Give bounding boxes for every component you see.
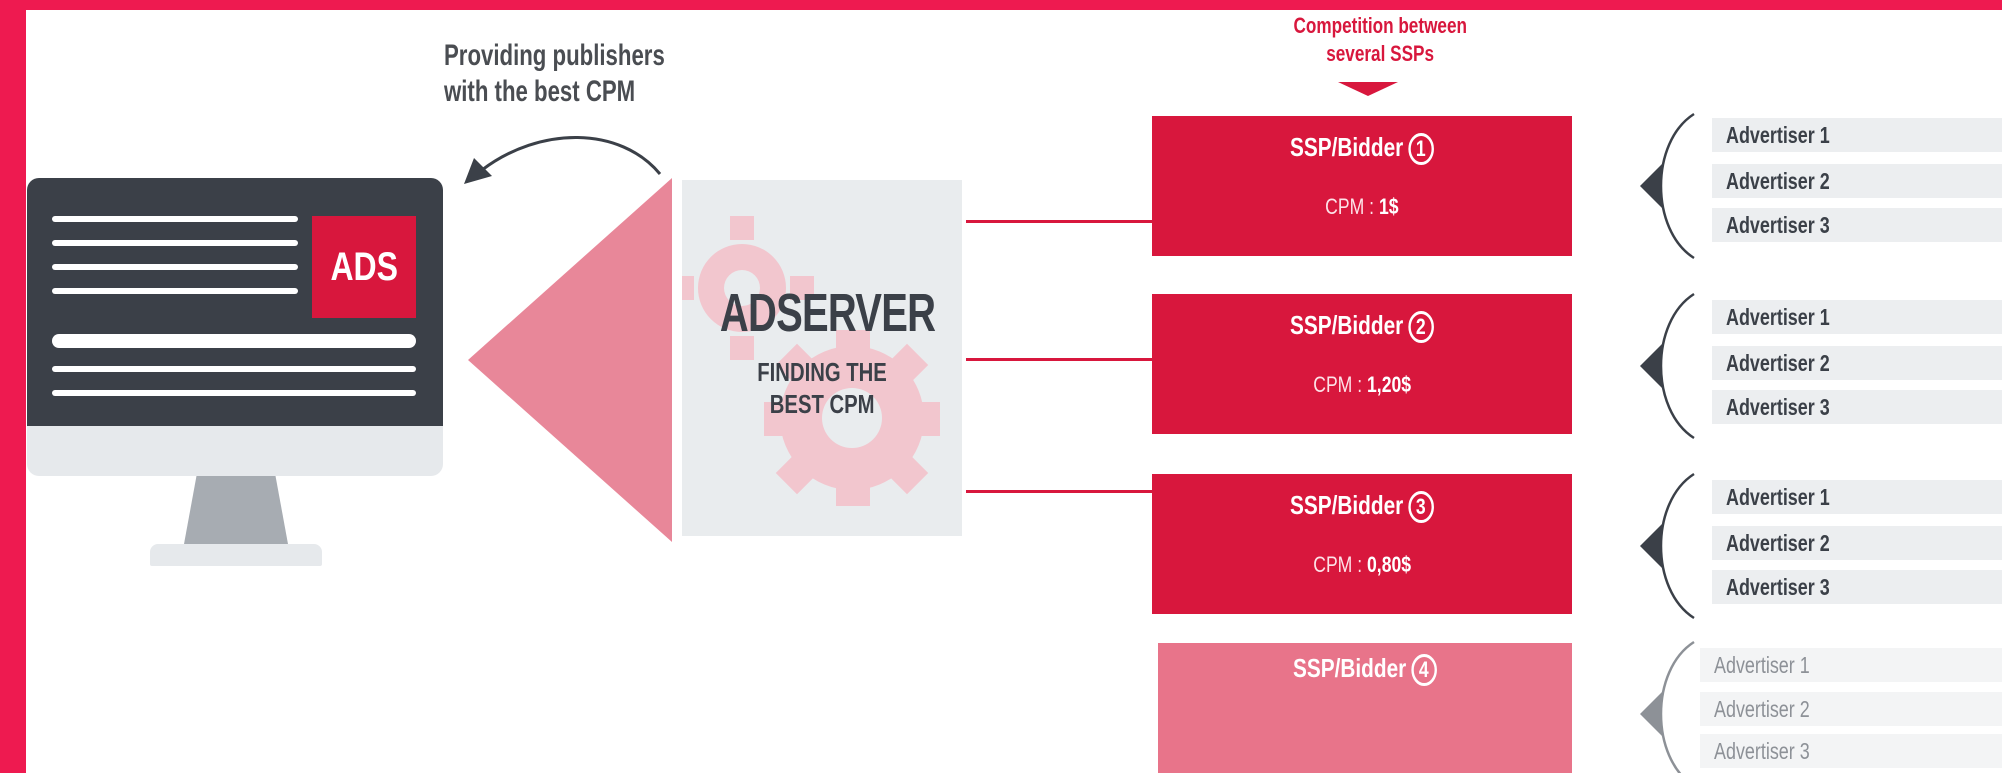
text-line bbox=[52, 366, 416, 372]
bidder-number-badge: 2 bbox=[1408, 311, 1434, 344]
adserver-subtitle-line2: BEST CPM bbox=[769, 389, 875, 419]
advertiser-item: Advertiser 2 bbox=[1700, 692, 2002, 726]
advertiser-item: Advertiser 1 bbox=[1712, 118, 2002, 152]
competition-note-line2: several SSPs bbox=[1326, 41, 1434, 66]
competition-arrow-icon bbox=[1338, 82, 1398, 96]
ads-banner: ADS bbox=[312, 216, 416, 318]
adserver-subtitle-line1: FINDING THE bbox=[757, 357, 887, 387]
adserver-title: ADSERVER bbox=[719, 283, 936, 343]
advertiser-item: Advertiser 3 bbox=[1712, 390, 2002, 424]
adserver-subtitle: FINDING THE BEST CPM bbox=[682, 356, 962, 420]
advertiser-item: Advertiser 1 bbox=[1712, 300, 2002, 334]
monitor-base bbox=[150, 544, 322, 566]
ads-label: ADS bbox=[330, 244, 398, 289]
advertiser-item: Advertiser 3 bbox=[1700, 734, 2002, 768]
publisher-note-line2: with the best CPM bbox=[444, 75, 636, 108]
publisher-note-line1: Providing publishers bbox=[444, 39, 665, 72]
gear-icon bbox=[682, 216, 940, 506]
text-line bbox=[52, 216, 298, 222]
adserver-pointer bbox=[468, 178, 672, 542]
return-arrow-icon bbox=[464, 136, 662, 184]
advertiser-item: Advertiser 1 bbox=[1700, 648, 2002, 682]
bracket-icon bbox=[1640, 292, 1695, 440]
bracket-icon bbox=[1640, 640, 1695, 773]
bidder-number-badge: 1 bbox=[1408, 133, 1434, 166]
advertiser-item: Advertiser 1 bbox=[1712, 480, 2002, 514]
bracket-icon bbox=[1640, 112, 1695, 260]
advertiser-item: Advertiser 3 bbox=[1712, 570, 2002, 604]
advertiser-item: Advertiser 3 bbox=[1712, 208, 2002, 242]
text-line-bold bbox=[52, 334, 416, 348]
text-line bbox=[52, 288, 298, 294]
publisher-note: Providing publishers with the best CPM bbox=[444, 38, 742, 110]
advertiser-item: Advertiser 2 bbox=[1712, 164, 2002, 198]
cpm-value: 1$ bbox=[1379, 194, 1399, 219]
text-line bbox=[52, 240, 298, 246]
frame-left-border bbox=[0, 0, 26, 773]
connector-line bbox=[966, 220, 1152, 223]
ssp-cpm: CPM : 1$ bbox=[1325, 194, 1399, 219]
connector-line bbox=[966, 358, 1152, 361]
cpm-value: 0,80$ bbox=[1366, 552, 1411, 577]
frame-top-border bbox=[0, 0, 2002, 10]
bracket-icon bbox=[1640, 472, 1695, 620]
competition-note-line1: Competition between bbox=[1293, 13, 1467, 38]
text-line bbox=[52, 390, 416, 396]
advertiser-item: Advertiser 2 bbox=[1712, 346, 2002, 380]
ssp-cpm: CPM : 1,20$ bbox=[1313, 372, 1411, 397]
monitor-stand bbox=[184, 476, 288, 544]
competition-note: Competition between several SSPs bbox=[1230, 12, 1530, 68]
advertiser-item: Advertiser 2 bbox=[1712, 526, 2002, 560]
bidder-number-badge: 3 bbox=[1408, 491, 1434, 524]
monitor-bezel bbox=[27, 426, 443, 476]
cpm-value: 1,20$ bbox=[1366, 372, 1411, 397]
ssp-cpm: CPM : 0,80$ bbox=[1313, 552, 1411, 577]
bidder-number-badge: 4 bbox=[1411, 654, 1437, 687]
connector-line bbox=[966, 490, 1152, 493]
text-line bbox=[52, 264, 298, 270]
